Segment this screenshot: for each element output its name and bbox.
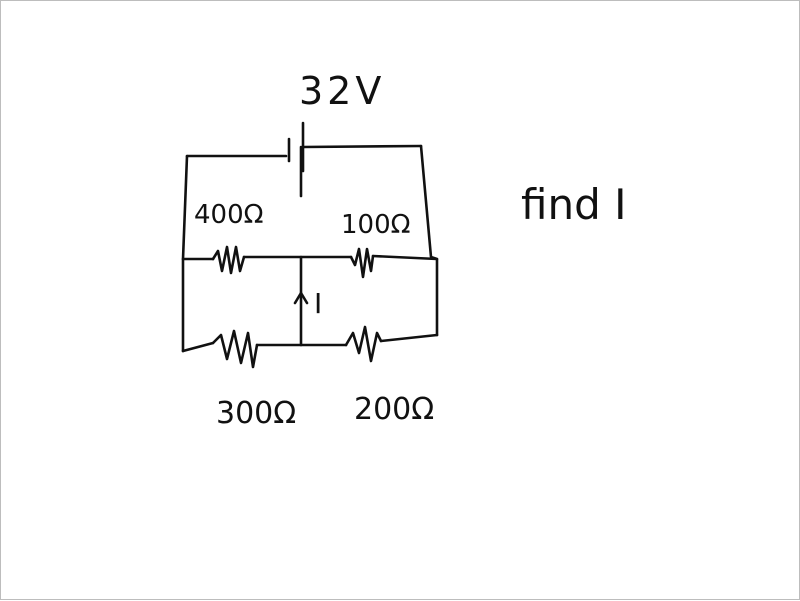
battery-symbol [287, 121, 305, 173]
right-outer-wire [419, 144, 439, 337]
source-voltage-label: 32V [299, 69, 385, 113]
resistor-top-left [211, 245, 246, 275]
bottom-wire-left [181, 341, 215, 353]
current-arrow-icon [293, 291, 309, 305]
resistor-label-top-left: 400Ω [194, 200, 264, 230]
resistor-bottom-left [211, 329, 259, 369]
resistor-label-bottom-right: 200Ω [354, 392, 434, 427]
current-label: I [314, 287, 322, 320]
resistor-top-right [349, 247, 375, 279]
top-wire-right [301, 144, 423, 149]
left-outer-wire [181, 154, 189, 353]
circuit-wires [181, 144, 439, 353]
resistor-bottom-right [344, 325, 383, 363]
bottom-wire-right [379, 333, 439, 343]
resistor-label-bottom-left: 300Ω [216, 396, 296, 431]
middle-wire-right [371, 254, 439, 261]
resistor-label-top-right: 100Ω [341, 210, 411, 240]
question-text: find I [521, 180, 626, 229]
